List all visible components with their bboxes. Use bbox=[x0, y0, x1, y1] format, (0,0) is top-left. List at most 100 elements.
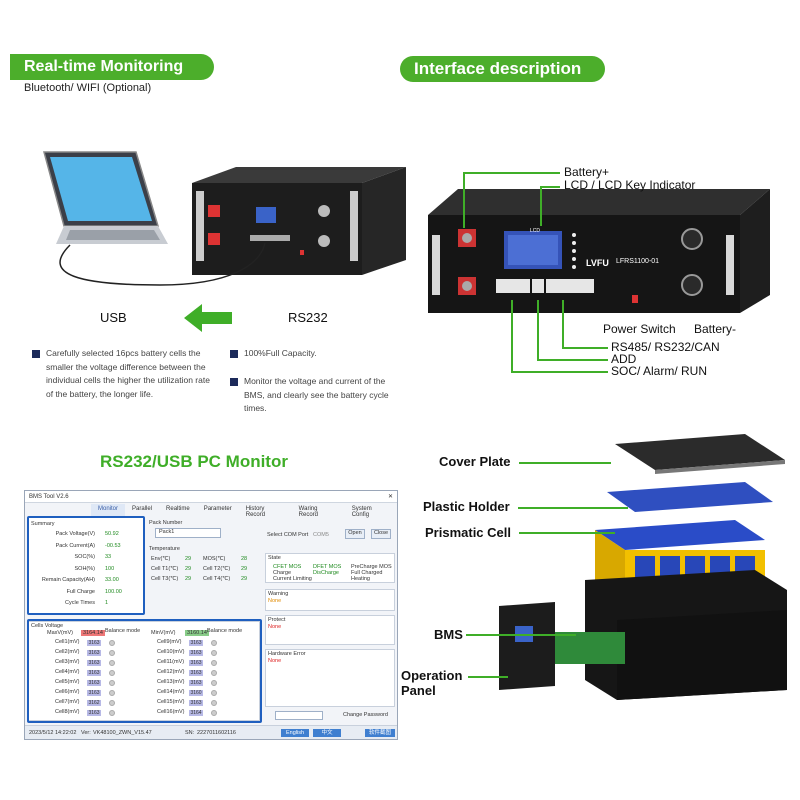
state-heating: Heating bbox=[351, 576, 370, 582]
cells-title: Cells Voltage bbox=[31, 623, 64, 629]
callout-add: ADD bbox=[611, 352, 637, 366]
cell-value: 3162 bbox=[87, 699, 101, 706]
cell-label: Cell16(mV) bbox=[157, 709, 185, 715]
tab-realtime[interactable]: Realtime bbox=[166, 506, 190, 512]
state-charge: Charge bbox=[273, 570, 292, 576]
device-brand: LVFU bbox=[586, 258, 609, 268]
tab-system-config[interactable]: System Config bbox=[351, 506, 372, 518]
balance-radio[interactable] bbox=[211, 639, 217, 646]
state-dfet: DFET MOS bbox=[313, 564, 342, 570]
close-button[interactable]: Close bbox=[371, 529, 391, 539]
balance-radio[interactable] bbox=[109, 689, 115, 696]
balance-radio[interactable] bbox=[211, 679, 217, 686]
summary-highlight bbox=[27, 516, 145, 615]
bms-tool-window: BMS Tool V2.6 ✕ Monitor Parallel Realtim… bbox=[24, 490, 398, 740]
balance-radio[interactable] bbox=[109, 659, 115, 666]
summary-value: 1 bbox=[105, 600, 109, 606]
callout-power-switch: Power Switch bbox=[603, 322, 676, 336]
temperature-label: Cell T4(℃) bbox=[203, 576, 231, 582]
hardware-error-title: Hardware Error bbox=[268, 651, 306, 657]
temperature-value: 29 bbox=[241, 566, 248, 572]
bullet-square-icon bbox=[230, 350, 238, 358]
pack-number-label: Pack Number bbox=[149, 520, 183, 526]
state-panel bbox=[265, 553, 395, 583]
temperature-title: Temperature bbox=[149, 546, 180, 552]
lcd-text: LCD bbox=[530, 228, 541, 234]
balance-radio[interactable] bbox=[109, 649, 115, 656]
change-password-button[interactable]: Change Password bbox=[343, 712, 388, 718]
hardware-error-value: None bbox=[268, 658, 282, 664]
close-icon[interactable]: ✕ bbox=[387, 494, 393, 500]
balance-radio[interactable] bbox=[211, 659, 217, 666]
cells-highlight bbox=[27, 619, 262, 723]
balance-radio[interactable] bbox=[211, 709, 217, 716]
cell-label: Cell15(mV) bbox=[157, 699, 185, 705]
password-input[interactable] bbox=[275, 711, 323, 720]
cell-value: 3164 bbox=[189, 709, 203, 716]
english-button[interactable]: English bbox=[281, 729, 309, 737]
cell-label: Cell13(mV) bbox=[157, 679, 185, 685]
tab-parallel[interactable]: Parallel bbox=[132, 506, 153, 512]
cell-label: Cell12(mV) bbox=[157, 669, 185, 675]
balance-radio[interactable] bbox=[211, 669, 217, 676]
status-ver: VK48100_ZWN_V15.47 bbox=[93, 730, 152, 736]
min-voltage-label: MinV(mV) bbox=[151, 630, 176, 636]
warning-title: Warning bbox=[268, 591, 289, 597]
feature-cells: Carefully selected 16pcs battery cells t… bbox=[32, 347, 216, 401]
cell-value: 3163 bbox=[189, 699, 203, 706]
cell-value: 3163 bbox=[87, 679, 101, 686]
cell-value: 3163 bbox=[189, 669, 203, 676]
balance-radio[interactable] bbox=[109, 709, 115, 716]
bullet-square-icon bbox=[32, 350, 40, 358]
balance-radio[interactable] bbox=[109, 639, 115, 646]
cell-value: 3163 bbox=[189, 659, 203, 666]
warning-panel bbox=[265, 589, 395, 611]
bullet-square-icon bbox=[230, 378, 238, 386]
state-title: State bbox=[268, 555, 281, 561]
balance-radio[interactable] bbox=[211, 699, 217, 706]
window-title: BMS Tool V2.6 bbox=[29, 494, 69, 500]
summary-label: Full Charge bbox=[66, 588, 95, 595]
temperature-value: 29 bbox=[185, 556, 192, 562]
status-ver-label: Ver: bbox=[81, 730, 91, 736]
pack-number-select[interactable]: Pack1 bbox=[155, 528, 221, 538]
summary-value: 33 bbox=[105, 554, 112, 560]
status-sn: 2227011602116 bbox=[197, 730, 236, 736]
feature-capacity: 100%Full Capacity. bbox=[230, 347, 409, 361]
protect-value: None bbox=[268, 624, 282, 630]
balance-radio[interactable] bbox=[109, 679, 115, 686]
summary-label: Cycle Times bbox=[65, 600, 95, 606]
balance-radio[interactable] bbox=[109, 669, 115, 676]
tab-history-record[interactable]: History Record bbox=[245, 506, 266, 518]
cell-value: 3160 bbox=[189, 689, 203, 696]
cell-label: Cell3(mV) bbox=[55, 659, 80, 665]
cell-label: Cell9(mV) bbox=[157, 639, 182, 645]
cell-label: Cell2(mV) bbox=[55, 649, 80, 655]
interface-description-pill: Interface description bbox=[400, 56, 605, 82]
temperature-value: 29 bbox=[185, 566, 192, 572]
battery-rack-image-left bbox=[192, 167, 406, 275]
battery-front-panel-image bbox=[428, 189, 770, 313]
balance-radio[interactable] bbox=[109, 699, 115, 706]
cell-value: 3163 bbox=[87, 659, 101, 666]
callout-soc: SOC/ Alarm/ RUN bbox=[611, 364, 708, 378]
balance-radio[interactable] bbox=[211, 689, 217, 696]
summary-label: SOC(%) bbox=[74, 554, 95, 560]
summary-label: Pack Voltage(V) bbox=[55, 531, 95, 537]
feature-monitor: Monitor the voltage and current of the B… bbox=[230, 375, 404, 416]
cell-label: Cell14(mV) bbox=[157, 689, 185, 695]
balance-mode-right: Balance mode bbox=[207, 628, 243, 634]
max-voltage-label: MaxV(mV) bbox=[47, 630, 73, 636]
tab-parameter[interactable]: Parameter bbox=[203, 506, 232, 512]
open-button[interactable]: Open bbox=[345, 529, 365, 539]
status-bar: 2023/5/12 14:22:02 Ver: VK48100_ZWN_V15.… bbox=[25, 725, 397, 739]
realtime-monitoring-pill: Real-time Monitoring bbox=[10, 54, 214, 80]
chinese-button[interactable]: 中文 bbox=[313, 729, 341, 737]
tab-waring-record[interactable]: Waring Record bbox=[298, 506, 319, 518]
hardware-error-panel bbox=[265, 649, 395, 707]
screenshot-button[interactable]: 软件截图 bbox=[365, 729, 395, 737]
balance-radio[interactable] bbox=[211, 649, 217, 656]
temperature-value: 29 bbox=[241, 576, 248, 582]
com-port-value[interactable]: COM5 bbox=[313, 532, 329, 538]
summary-label: SOH(%) bbox=[74, 565, 95, 572]
